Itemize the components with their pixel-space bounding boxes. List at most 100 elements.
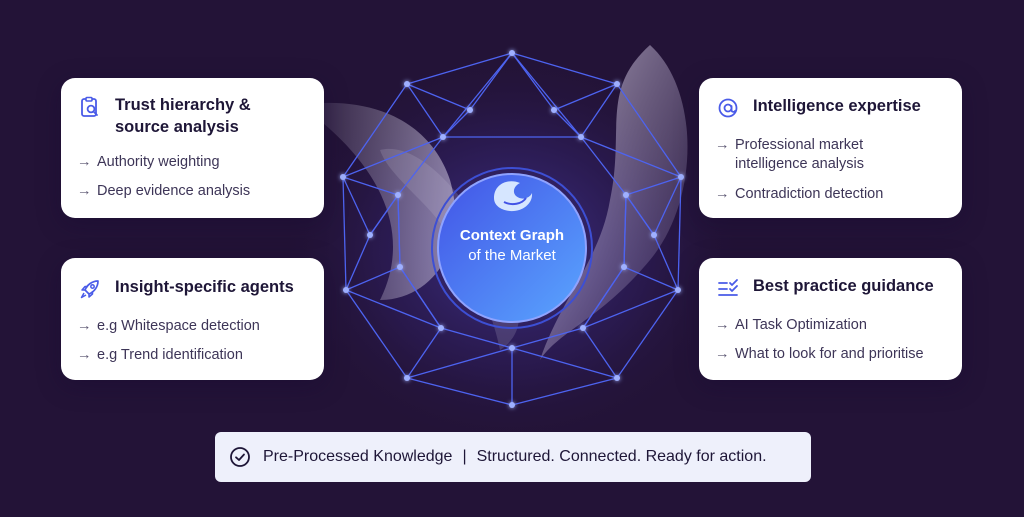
network-edge — [653, 234, 679, 291]
network-edge — [582, 289, 679, 329]
bottom-banner: Pre-Processed Knowledge | Structured. Co… — [215, 432, 811, 482]
network-node — [623, 192, 629, 198]
center-title-line2: of the Market — [468, 247, 556, 264]
network-edge — [345, 289, 408, 379]
banner-separator: | — [462, 448, 467, 465]
swoosh-right — [540, 45, 688, 360]
network-node — [343, 287, 349, 293]
network-edge — [653, 176, 682, 236]
network-edge — [442, 52, 513, 138]
network-edge — [625, 194, 655, 236]
banner-left-text: Pre-Processed Knowledge — [263, 448, 453, 465]
at-sign-icon — [718, 98, 738, 118]
swoosh-left — [300, 102, 456, 300]
network-node — [340, 174, 346, 180]
arrow-right-icon: → — [77, 154, 92, 170]
network-edge — [406, 377, 513, 406]
network-edge — [406, 327, 442, 379]
network-edge — [406, 52, 513, 85]
network-edge — [342, 176, 399, 196]
network-node — [651, 232, 657, 238]
arrow-right-icon: → — [715, 186, 730, 202]
network-node — [621, 264, 627, 270]
network-edge — [511, 52, 582, 138]
network-edge — [342, 136, 444, 178]
arrow-right-icon: → — [77, 183, 92, 199]
banner-right-text: Structured. Connected. Ready for action. — [476, 448, 767, 465]
network-nodes — [340, 50, 684, 408]
list-item-label: e.g Whitespace detection — [97, 318, 260, 334]
network-edge — [625, 176, 682, 196]
network-edge — [440, 327, 513, 349]
arrow-right-icon: → — [77, 318, 92, 334]
card-insight-agents: Insight-specific agents → e.g Whitespace… — [61, 258, 324, 380]
network-node — [509, 345, 515, 351]
center-title-line1: Context Graph — [459, 227, 565, 244]
network-edge — [582, 327, 618, 379]
network-edge — [616, 289, 679, 379]
network-edge — [397, 194, 401, 268]
list-item: → e.g Trend identification — [77, 346, 243, 365]
network-node — [509, 50, 515, 56]
card-title-line1: Trust hierarchy & — [115, 96, 251, 114]
arrow-right-icon: → — [715, 317, 730, 333]
network-edge — [397, 136, 444, 196]
list-item: → Authority weighting — [77, 153, 220, 172]
network-edge — [582, 266, 625, 329]
network-node — [614, 81, 620, 87]
arrow-right-icon: → — [77, 347, 92, 363]
network-node — [467, 107, 473, 113]
list-item-label-line1: Professional market — [735, 137, 864, 153]
network-edge — [511, 377, 618, 406]
network-edge — [406, 83, 444, 138]
card-intelligence-expertise: Intelligence expertise → Professional ma… — [699, 78, 962, 218]
network-edge — [511, 347, 618, 379]
list-item: → e.g Whitespace detection — [77, 317, 260, 336]
arrow-right-icon: → — [715, 346, 730, 362]
network-node — [675, 287, 681, 293]
network-edge — [442, 109, 471, 138]
network-node — [614, 375, 620, 381]
network-edge — [553, 109, 582, 138]
list-item: → Deep evidence analysis — [77, 182, 250, 201]
network-edge — [623, 194, 627, 268]
list-item-label: e.g Trend identification — [97, 347, 243, 363]
card-title-line2: source analysis — [115, 118, 239, 136]
arrow-right-icon: → — [715, 137, 730, 153]
network-edge — [369, 194, 399, 236]
card-title: Best practice guidance — [753, 277, 934, 295]
card-trust-hierarchy: Trust hierarchy & source analysis → Auth… — [61, 78, 324, 218]
network-node — [551, 107, 557, 113]
network-node — [578, 134, 584, 140]
network-node — [438, 325, 444, 331]
network-node — [367, 232, 373, 238]
network-edge — [616, 83, 682, 178]
list-item: → What to look for and prioritise — [715, 345, 924, 364]
network-edge — [511, 327, 584, 349]
clipboard-search-icon — [81, 96, 98, 117]
network-node — [440, 134, 446, 140]
center-ring — [431, 167, 593, 329]
network-node — [404, 375, 410, 381]
card-best-practice: Best practice guidance → AI Task Optimiz… — [699, 258, 962, 380]
network-edge — [406, 347, 513, 379]
network-edge — [623, 266, 679, 291]
network-edge — [345, 289, 442, 329]
network-node — [509, 402, 515, 408]
center-label: Context Graph of the Market — [436, 226, 588, 266]
network-node — [395, 192, 401, 198]
network-node — [397, 264, 403, 270]
network-edge — [580, 136, 682, 178]
network-edge — [406, 83, 471, 111]
card-title: Intelligence expertise — [753, 97, 921, 115]
list-item: → AI Task Optimization — [715, 316, 867, 335]
list-item-label: Contradiction detection — [735, 186, 884, 202]
network-node — [678, 174, 684, 180]
card-title: Insight-specific agents — [115, 278, 294, 296]
list-item-label: AI Task Optimization — [735, 317, 867, 333]
network-edge — [580, 136, 627, 196]
rocket-icon — [80, 280, 99, 299]
network-edge — [345, 266, 401, 291]
list-item: → Professional market intelligence analy… — [715, 136, 864, 174]
network-node — [580, 325, 586, 331]
